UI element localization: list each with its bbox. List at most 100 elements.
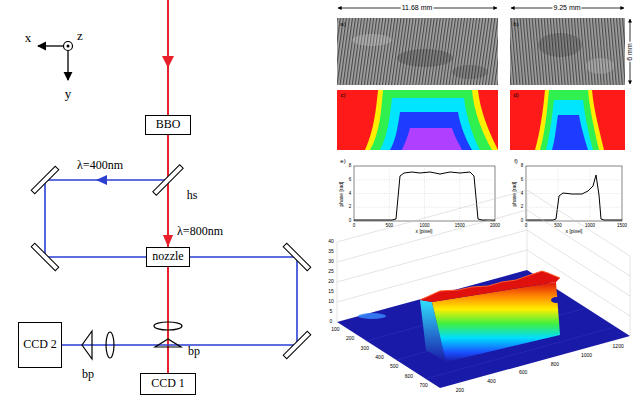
interferogram <box>397 49 453 67</box>
panel-letter: d) <box>513 92 518 99</box>
beam-path <box>167 135 169 247</box>
interferogram <box>538 33 582 57</box>
mirror-symbol <box>31 166 59 194</box>
phase-profile-plot <box>526 175 622 220</box>
axis-label: x <box>25 31 32 45</box>
phase-map <box>540 90 599 150</box>
camera-box: CCD 2 <box>18 322 62 368</box>
surface-plot <box>337 190 527 242</box>
phase-map <box>380 98 480 150</box>
tick-label: 500 <box>554 224 562 229</box>
tick-label: 4 <box>521 191 524 196</box>
mirror-symbol <box>283 243 311 271</box>
tick-label: 0 <box>330 319 333 325</box>
node-label: nozzle <box>152 250 183 263</box>
dimension-label: 6 mm <box>626 42 634 62</box>
nozzle-box: nozzle <box>146 247 190 267</box>
component-label: bp <box>82 368 94 381</box>
phase-profile-plot <box>526 207 622 208</box>
tick-label: 20 <box>328 279 334 285</box>
lens-symbol <box>82 331 92 359</box>
tick-label: 700 <box>419 384 427 390</box>
tick-label: 400 <box>487 379 495 385</box>
tick-label: 25 <box>328 269 334 275</box>
phase-map <box>546 100 593 150</box>
tick-label: 1000 <box>419 224 429 229</box>
surface-plot <box>420 271 560 300</box>
interferogram <box>510 18 625 85</box>
axes-symbol <box>67 45 70 48</box>
tick-label: 8 <box>349 164 352 169</box>
tick-label: 800 <box>551 362 559 368</box>
tick-label: 1500 <box>455 224 465 229</box>
surface-plot <box>337 190 630 388</box>
tick-label: 6 <box>521 177 524 182</box>
panel-letter: c) <box>341 92 346 99</box>
tick-label: 0 <box>521 219 524 224</box>
probe-beam <box>45 175 165 257</box>
tick-label: 30 <box>328 259 334 265</box>
phase-map <box>365 90 498 150</box>
tick-label: 200 <box>346 336 354 342</box>
interferogram <box>352 34 392 46</box>
phase-profile-plot <box>558 166 559 221</box>
surface-plot <box>527 190 630 256</box>
dimension-label: 11.68 mm <box>401 4 434 12</box>
probe-beam <box>45 180 165 257</box>
mirror-symbol <box>153 165 183 195</box>
phase-profile-plot <box>526 179 622 180</box>
tick-label: 300 <box>361 346 369 352</box>
wavelength-label: λ=800nm <box>177 225 223 238</box>
surface-plot <box>420 271 560 302</box>
mirror-symbol <box>283 331 311 359</box>
wavelength-label: λ=400nm <box>77 159 123 172</box>
phase-profile-plot <box>354 166 622 221</box>
tick-label: 4 <box>349 191 352 196</box>
phase-map <box>390 112 472 150</box>
phase-map <box>510 90 625 150</box>
node-label: CCD 2 <box>23 338 57 351</box>
tick-label: 600 <box>405 374 413 380</box>
tick-label: 40 <box>328 239 334 245</box>
axis-title: x [pixel] <box>566 229 583 235</box>
phase-profile-plot <box>389 166 390 221</box>
tick-label: 2000 <box>490 224 500 229</box>
panel-letter: b) <box>513 21 518 28</box>
interferogram <box>337 18 498 85</box>
node-label: BBO <box>156 118 181 131</box>
tick-label: 0 <box>525 224 528 229</box>
probe-beam <box>96 175 107 185</box>
tick-label: 400 <box>375 355 383 361</box>
tick-label: 500 <box>385 224 393 229</box>
panel-letter: f) <box>514 158 518 165</box>
tick-label: 1200 <box>613 345 624 351</box>
lens-symbol <box>82 322 182 359</box>
surface-plot <box>551 297 561 303</box>
dimension-label: 9.25 mm <box>552 4 581 12</box>
phase-profile-plot <box>459 166 460 221</box>
axes-symbol <box>64 42 73 51</box>
tick-label: 5 <box>330 309 333 315</box>
node-label: CCD 1 <box>151 377 185 390</box>
phase-profile-plot <box>526 166 622 221</box>
axes-symbol <box>38 42 73 81</box>
axis-label: z <box>77 29 83 43</box>
lens-symbol <box>106 332 114 358</box>
axis-label: y <box>65 87 72 101</box>
phase-profile-plot <box>354 172 495 220</box>
tick-label: 15 <box>328 289 334 295</box>
tick-label: 1000 <box>581 353 592 359</box>
lens-symbol <box>155 339 181 347</box>
dimension-arrows <box>338 8 630 84</box>
surface-plot <box>337 270 630 388</box>
lens-symbol <box>154 322 182 330</box>
phase-map <box>535 90 604 150</box>
phase-profile-plot <box>354 166 495 221</box>
surface-plot <box>337 210 527 262</box>
axis-title: x [pixel] <box>416 229 433 235</box>
interferogram <box>452 65 488 79</box>
component-label: hs <box>187 189 198 202</box>
panel-letter: a) <box>340 21 345 28</box>
